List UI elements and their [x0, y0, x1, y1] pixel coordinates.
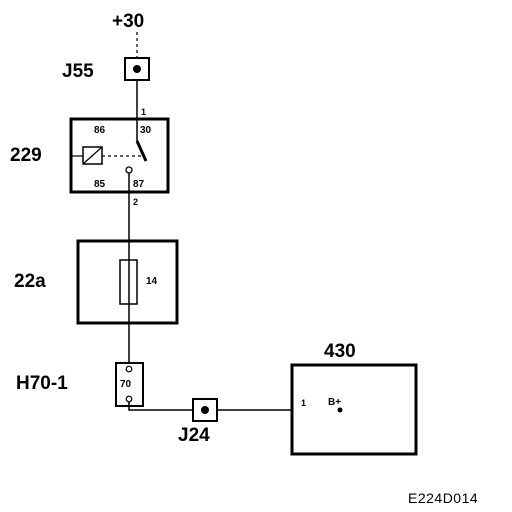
module-pin-label: 1 — [301, 398, 306, 408]
relay-switch-arm — [135, 140, 148, 162]
diagram-code: E224D014 — [408, 490, 478, 506]
connector-j24-label: J24 — [178, 425, 210, 446]
fuse-number-label: 14 — [146, 276, 158, 287]
module-terminal-label: B+ — [328, 397, 341, 408]
junction-id-label: H70-1 — [16, 373, 68, 394]
relay-coil-slash — [82, 146, 103, 165]
relay-terminal-87: 87 — [133, 179, 145, 190]
wire-junction-j24 — [128, 402, 193, 411]
supply-label: +30 — [112, 11, 144, 32]
junction-pin-bottom — [125, 395, 133, 403]
relay-terminal-30: 30 — [140, 125, 152, 136]
connector-j55-label: J55 — [62, 61, 94, 82]
relay-pin-1-label: 1 — [141, 107, 146, 117]
connector-j55-pin — [133, 65, 141, 73]
relay-id-label: 229 — [10, 145, 42, 166]
relay-pin-2-label: 2 — [133, 197, 138, 207]
connector-j24-pin — [201, 406, 209, 414]
fuse-box-id-label: 22a — [14, 271, 46, 292]
module-terminal-dot — [337, 407, 343, 413]
module-id-label: 430 — [324, 341, 356, 362]
junction-pin-top — [125, 365, 133, 373]
module-430 — [290, 363, 418, 456]
junction-pin-label: 70 — [120, 379, 132, 390]
relay-terminal-85: 85 — [94, 179, 106, 190]
relay-terminal-86: 86 — [94, 125, 106, 136]
relay-contact-87 — [125, 166, 133, 174]
